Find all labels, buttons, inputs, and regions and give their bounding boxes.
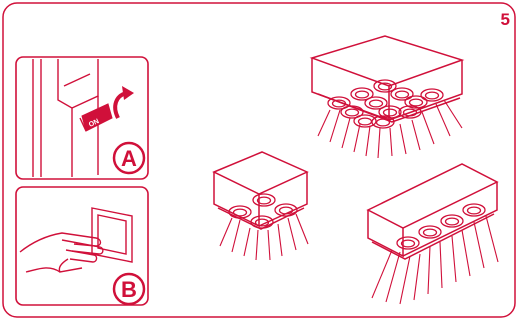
badge-a-label: A: [121, 146, 137, 171]
fixture-linear-light: [368, 164, 498, 304]
step-number: 5: [501, 11, 510, 28]
page-frame: [3, 3, 515, 317]
breaker-toggle: ON: [80, 104, 112, 131]
badge-a: A: [114, 143, 144, 173]
panel-b-wall-switch: B: [16, 187, 148, 305]
rotate-arrow-icon: [115, 86, 134, 118]
panel-a-breaker: ON A: [16, 57, 148, 179]
fixture-four-light-rays: [220, 214, 308, 260]
fixture-four-light: [214, 152, 308, 260]
fixture-nine-light: [312, 36, 462, 158]
badge-b-label: B: [121, 277, 137, 302]
fixture-linear-light-rays: [372, 216, 498, 304]
hand-icon: [20, 233, 103, 272]
badge-b: B: [114, 274, 144, 304]
